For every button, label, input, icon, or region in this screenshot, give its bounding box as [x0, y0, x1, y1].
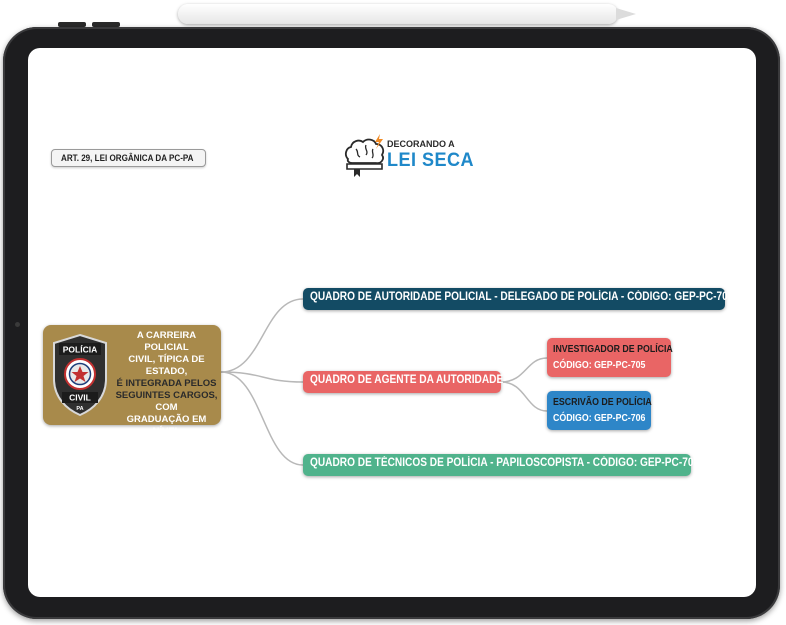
- badge-bottom-text: CIVIL: [69, 393, 91, 403]
- police-badge-icon: POLÍCIA CIVIL PA: [53, 333, 107, 417]
- mind-map-screen: ART. 29, LEI ORGÂNICA DA PC-PA DECORANDO…: [28, 48, 756, 597]
- leaf-node-escrivao[interactable]: ESCRIVÃO DE POLÍCIA CÓDIGO: GEP-PC-706: [547, 391, 652, 430]
- brain-book-icon: [344, 134, 385, 177]
- root-text-line: CIVIL, TÍPICA DE ESTADO,: [128, 354, 205, 377]
- connector-agente-to-escrivao: [500, 381, 548, 412]
- branch-label: QUADRO DE TÉCNICOS DE POLÍCIA - PAPILOSC…: [310, 457, 700, 469]
- root-text-line: SUPERIOR:: [140, 438, 193, 449]
- branch-node-tecnicos-policia[interactable]: QUADRO DE TÉCNICOS DE POLÍCIA - PAPILOSC…: [303, 454, 699, 476]
- connector-root-to-agente: [220, 371, 304, 383]
- connector-agente-to-investigador: [500, 357, 548, 383]
- connector-root-to-autoridade: [220, 298, 304, 373]
- root-text-line: SEGUINTES CARGOS,: [115, 390, 218, 401]
- article-reference-label: ART. 29, LEI ORGÂNICA DA PC-PA: [61, 152, 194, 164]
- leaf-code: CÓDIGO: GEP-PC-705: [553, 360, 646, 371]
- connector-root-to-tecnicos: [220, 371, 304, 466]
- badge-state-text: PA: [76, 406, 83, 412]
- leaf-node-investigador[interactable]: INVESTIGADOR DE POLÍCIA CÓDIGO: GEP-PC-7…: [547, 338, 673, 377]
- branch-node-autoridade-policial[interactable]: QUADRO DE AUTORIDADE POLICIAL - DELEGADO…: [303, 288, 733, 310]
- apple-pencil: [178, 4, 618, 24]
- branch-node-agente-autoridade[interactable]: QUADRO DE AGENTE DA AUTORIDADE: [303, 371, 504, 393]
- root-text-line: É INTEGRADA PELOS: [116, 378, 217, 389]
- root-text-line: A CARREIRA POLICIAL: [136, 330, 197, 353]
- volume-button: [92, 22, 120, 27]
- leaf-code: CÓDIGO: GEP-PC-706: [553, 413, 646, 424]
- article-reference-tag[interactable]: ART. 29, LEI ORGÂNICA DA PC-PA: [51, 149, 206, 167]
- branch-label: QUADRO DE AUTORIDADE POLICIAL - DELEGADO…: [310, 291, 734, 303]
- camera-dot: [15, 322, 20, 327]
- root-text-line: GRADUAÇÃO EM NÍVEL: [126, 414, 207, 437]
- branch-label: QUADRO DE AGENTE DA AUTORIDADE: [310, 374, 504, 386]
- decorando-a-lei-seca-logo: DECORANDO A LEI SECA: [342, 131, 474, 183]
- root-node[interactable]: POLÍCIA CIVIL PA A CARREIRA POLICIAL CIV…: [43, 325, 221, 449]
- connector-lines: [220, 298, 548, 466]
- volume-button: [58, 22, 86, 27]
- leaf-title: INVESTIGADOR DE POLÍCIA: [553, 344, 673, 355]
- logo-main-text: LEI SECA: [387, 150, 475, 171]
- badge-top-text: POLÍCIA: [63, 345, 97, 355]
- root-text-line: COM: [155, 402, 178, 413]
- logo-top-text: DECORANDO A: [387, 139, 455, 149]
- leaf-title: ESCRIVÃO DE POLÍCIA: [553, 397, 652, 408]
- root-node-text: A CARREIRA POLICIAL CIVIL, TÍPICA DE EST…: [115, 330, 218, 450]
- pencil-tip: [616, 8, 636, 20]
